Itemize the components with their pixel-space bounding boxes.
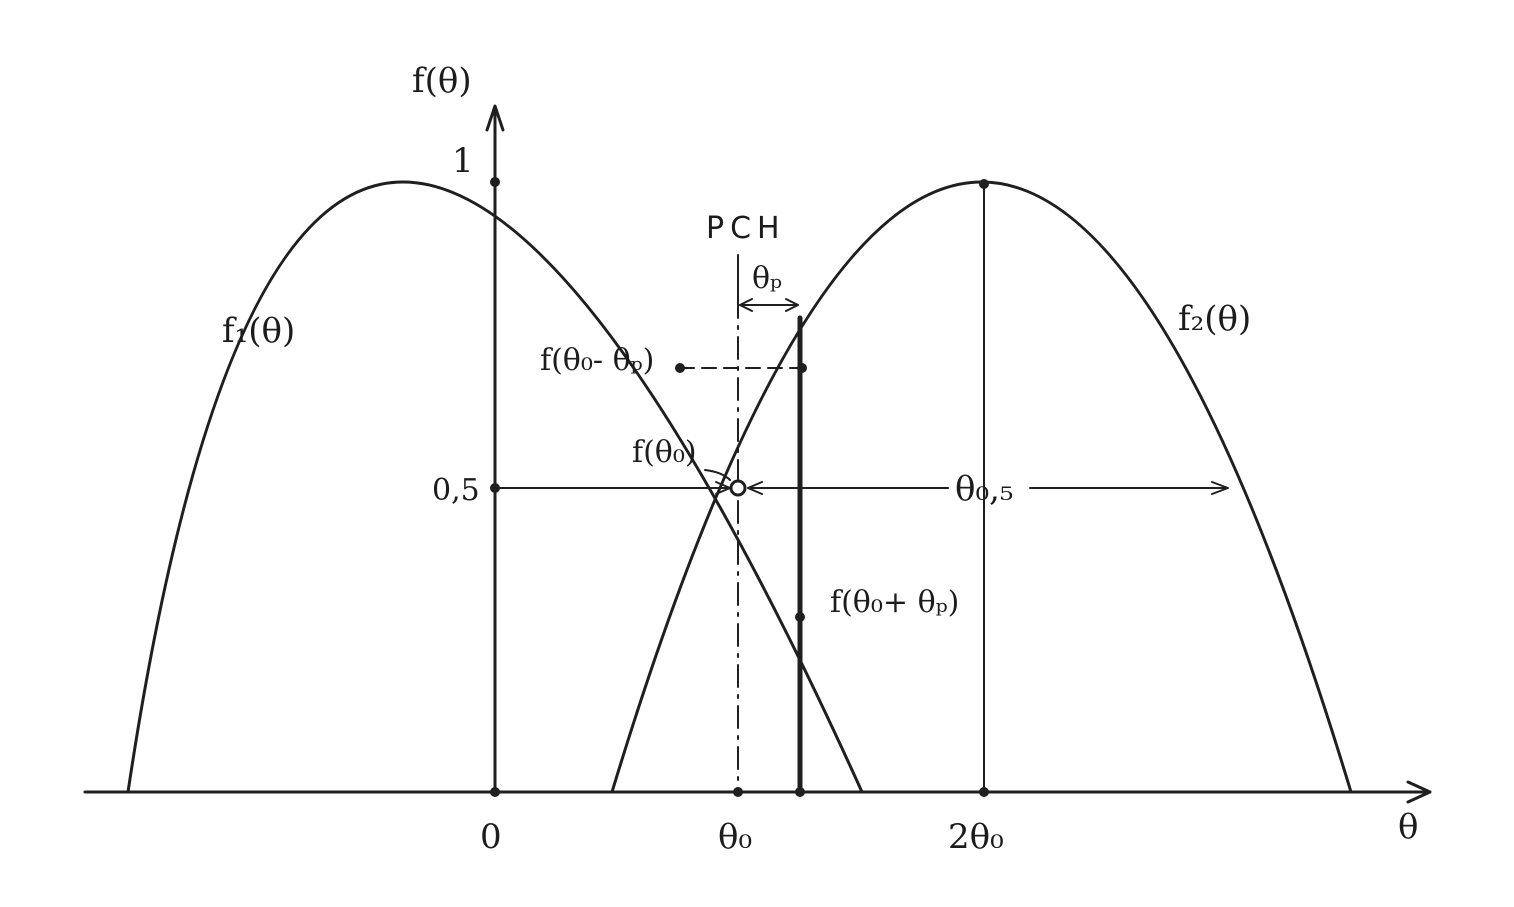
point-x-2theta0 <box>979 787 989 797</box>
x-axis-label: θ <box>1398 807 1418 847</box>
y-tick-one: 1 <box>452 141 474 181</box>
halfwidth-arrowhead-right <box>1211 481 1229 495</box>
f-theta0-leader <box>704 469 731 481</box>
point-crossover <box>729 479 747 497</box>
y-axis-label: f(θ) <box>412 61 472 101</box>
point-x0 <box>490 787 500 797</box>
x-tick-theta0: θ₀ <box>718 817 752 857</box>
point-f2-peak <box>979 179 989 189</box>
x-axis-arrowhead <box>1406 780 1432 804</box>
point-x-theta0 <box>733 787 743 797</box>
y-tick-half: 0,5 <box>432 473 480 508</box>
point-f-plus <box>795 612 805 622</box>
y-axis-arrowhead <box>485 104 505 132</box>
x-tick-2theta0: 2θ₀ <box>948 817 1004 857</box>
point-f-minus <box>675 363 685 373</box>
theta-p-arrowhead-left <box>739 298 753 312</box>
point-x-steer <box>795 787 805 797</box>
x-tick-zero: 0 <box>480 817 502 857</box>
point-y1 <box>490 177 500 187</box>
curve-f2-label: f₂(θ) <box>1178 299 1251 339</box>
point-y-half <box>490 483 500 493</box>
halfwidth-arrowhead-left <box>747 481 763 495</box>
theta-p-arrowhead-right <box>785 298 799 312</box>
curve-f1-label: f₁(θ) <box>222 311 295 351</box>
pch-label: PCH <box>706 211 786 246</box>
f-theta0-label: f(θ₀) <box>632 435 697 470</box>
f-minus-label: f(θ₀- θₚ) <box>540 343 654 378</box>
curve-f1 <box>126 180 864 794</box>
point-f2-at-steer <box>797 363 807 373</box>
f-plus-label: f(θ₀+ θₚ) <box>830 585 959 620</box>
theta-p-label: θₚ <box>752 261 782 296</box>
halfwidth-label: θ₀,₅ <box>955 469 1014 509</box>
